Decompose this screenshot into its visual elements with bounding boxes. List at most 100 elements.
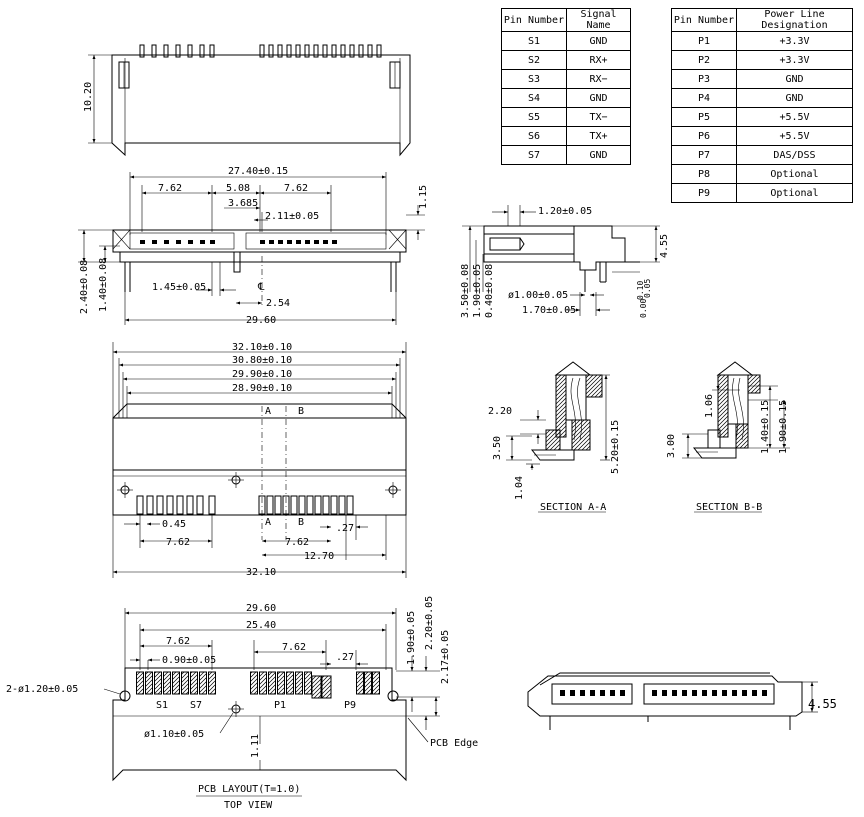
power-table-header-pin: Pin Number bbox=[671, 8, 737, 32]
pcb-pad bbox=[295, 671, 303, 695]
pcb-pad bbox=[190, 671, 198, 695]
contact-pin bbox=[156, 495, 164, 515]
contact-pin bbox=[762, 690, 767, 696]
pcb-dim-25-40: 25.40 bbox=[246, 620, 276, 631]
dim-1-70: 1.70±0.05 bbox=[522, 305, 576, 316]
power-table-value-cell: Optional bbox=[736, 183, 853, 203]
contact-pin bbox=[208, 495, 216, 515]
power-table-value-cell: Optional bbox=[736, 164, 853, 184]
dim-0-05: 0.05 bbox=[643, 279, 652, 298]
dim-29-60: 29.60 bbox=[246, 315, 276, 326]
contact-pin bbox=[340, 44, 346, 58]
pcb-dim-2-20: 2.20±0.05 bbox=[424, 596, 435, 650]
pcb-pad bbox=[372, 671, 380, 695]
dim-0-10: 0.10 bbox=[636, 281, 645, 300]
contact-pin bbox=[188, 240, 193, 244]
contact-pin bbox=[314, 495, 322, 515]
section-b-label-bottom: B bbox=[298, 517, 304, 528]
contact-pin bbox=[290, 495, 298, 515]
contact-pin bbox=[268, 44, 274, 58]
contact-pin bbox=[346, 495, 354, 515]
contact-pin bbox=[338, 495, 346, 515]
signal-table-value-cell: GND bbox=[566, 145, 631, 165]
contact-pin bbox=[323, 240, 328, 244]
dim-1-00: ø1.00±0.05 bbox=[508, 290, 568, 301]
contact-pin bbox=[702, 690, 707, 696]
pcb-pad bbox=[172, 671, 180, 695]
section-b-label-top: B bbox=[298, 406, 304, 417]
dim-a-3-50: 3.50 bbox=[492, 436, 503, 460]
contact-pin bbox=[200, 240, 205, 244]
contact-pin bbox=[742, 690, 747, 696]
pcb-pad bbox=[154, 671, 162, 695]
contact-pin bbox=[662, 690, 667, 696]
section-a-label-bottom: A bbox=[265, 517, 271, 528]
contact-pin bbox=[600, 690, 605, 696]
section-b-b: 1.40±0.15 1.90±0.15 1.06 3.00 SECTION B-… bbox=[666, 361, 790, 513]
dim-1-15: 1.15 bbox=[418, 185, 429, 209]
contact-pin bbox=[146, 495, 154, 515]
power-table-value-cell: DAS/DSS bbox=[736, 145, 853, 165]
contact-pin bbox=[176, 495, 184, 515]
signal-table-pin-cell: S7 bbox=[501, 145, 567, 165]
pcb-pad bbox=[163, 671, 171, 695]
pad-label-s1: S1 bbox=[156, 700, 168, 711]
contact-pin bbox=[314, 240, 319, 244]
dim-4-55: 4.55 bbox=[659, 234, 670, 258]
dim-0-40: 0.40±0.08 bbox=[484, 264, 495, 318]
contact-pin bbox=[305, 240, 310, 244]
contact-pin bbox=[306, 495, 314, 515]
pcb-pad bbox=[259, 671, 267, 695]
dim-2-54: 2.54 bbox=[266, 298, 290, 309]
dim-7-62-plan-left: 7.62 bbox=[166, 537, 190, 548]
contact-pin bbox=[722, 690, 727, 696]
signal-table-value-cell: TX− bbox=[566, 107, 631, 127]
pcb-edge-label: PCB Edge bbox=[430, 738, 478, 749]
dim-29-90: 29.90±0.10 bbox=[232, 369, 292, 380]
contact-pin bbox=[187, 44, 193, 58]
power-table-value-cell: +3.3V bbox=[736, 31, 853, 51]
power-table-value-cell: +3.3V bbox=[736, 50, 853, 70]
pcb-hole-1: ø1.10±0.05 bbox=[144, 729, 204, 740]
dim-b-1-90: 1.90±0.15 bbox=[778, 400, 789, 454]
signal-table-value-cell: RX+ bbox=[566, 50, 631, 70]
pad-label-p1: P1 bbox=[274, 700, 286, 711]
contact-pin bbox=[286, 44, 292, 58]
dim-b-3-00: 3.00 bbox=[666, 434, 677, 458]
pcb-hole-2: 2-ø1.20±0.05 bbox=[6, 684, 78, 695]
pcb-pad bbox=[311, 675, 322, 699]
contact-pin bbox=[376, 44, 382, 58]
pcb-pad bbox=[208, 671, 216, 695]
dim-a-1-04: 1.04 bbox=[514, 476, 525, 500]
centerline-label: ℄ bbox=[257, 282, 265, 293]
contact-pin bbox=[186, 495, 194, 515]
contact-pin bbox=[258, 495, 266, 515]
isometric-view: 4.55 bbox=[527, 672, 837, 730]
dim-7-62-left: 7.62 bbox=[158, 183, 182, 194]
contact-pin bbox=[140, 240, 145, 244]
pcb-dim-1-90: 1.90±0.05 bbox=[406, 611, 417, 665]
dim-5-08: 5.08 bbox=[226, 183, 250, 194]
dim-b-1-06: 1.06 bbox=[704, 394, 715, 418]
pcb-pad bbox=[304, 671, 312, 695]
signal-table-pin-cell: S1 bbox=[501, 31, 567, 51]
pcb-layout-subtitle: TOP VIEW bbox=[224, 800, 273, 811]
dim-1-90: 1.90±0.05 bbox=[472, 264, 483, 318]
contact-pin bbox=[590, 690, 595, 696]
power-table-row: P5+5.5V bbox=[671, 107, 853, 127]
power-table-pin-cell: P8 bbox=[671, 164, 737, 184]
power-table-pin-cell: P9 bbox=[671, 183, 737, 203]
top-view: 10.20 bbox=[83, 44, 411, 157]
contact-pin bbox=[304, 44, 310, 58]
pcb-pad bbox=[181, 671, 189, 695]
contact-pin bbox=[163, 44, 169, 58]
pcb-pad bbox=[286, 671, 294, 695]
power-table-pin-cell: P6 bbox=[671, 126, 737, 146]
pcb-dim-29-60: 29.60 bbox=[246, 603, 276, 614]
power-table-pin-cell: P5 bbox=[671, 107, 737, 127]
